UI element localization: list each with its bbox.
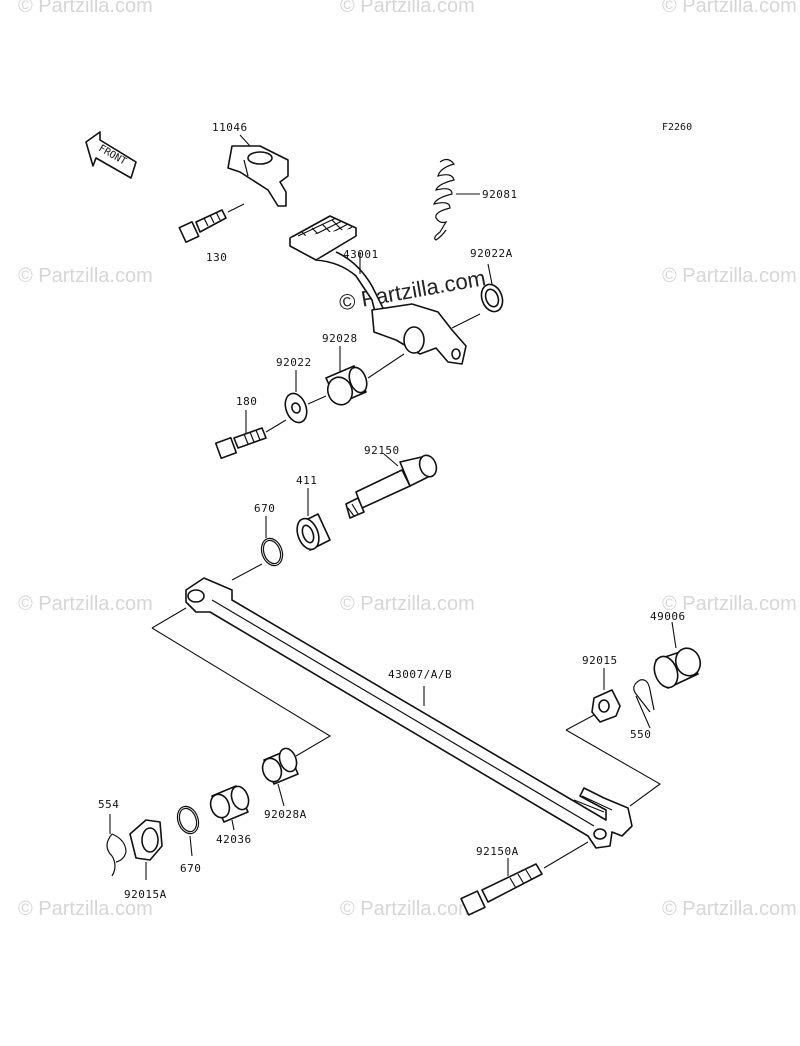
collar-92028 <box>325 365 368 406</box>
bolt-92150A <box>460 863 543 916</box>
leader-line <box>227 203 245 213</box>
bracket-11046 <box>227 145 289 207</box>
washer-92022A <box>480 283 504 313</box>
leader-line <box>307 395 327 405</box>
watermark: © Partzilla.com <box>340 0 475 17</box>
circlip-670-upper <box>260 537 284 567</box>
part-label-42036: 42036 <box>216 833 252 846</box>
leader-line <box>671 621 677 649</box>
cotter-pin-550 <box>633 679 655 713</box>
watermark: © Partzilla.com <box>662 0 797 17</box>
part-label-92028A: 92028A <box>264 808 307 821</box>
spring-92081 <box>433 158 456 241</box>
bolt-92150 <box>345 454 438 519</box>
leader-line <box>231 563 263 581</box>
leader-line <box>635 695 651 729</box>
leader-line <box>151 607 187 629</box>
part-label-180: 180 <box>236 395 257 408</box>
leader-line <box>265 419 287 433</box>
leader-line <box>231 819 235 831</box>
r-clip-554 <box>106 833 127 877</box>
part-label-43001: 43001 <box>343 248 379 261</box>
watermark: © Partzilla.com <box>340 593 475 615</box>
part-label-92150: 92150 <box>364 444 400 457</box>
collar-92028A <box>261 747 299 785</box>
leader-line <box>189 835 193 857</box>
cap-49006 <box>653 647 702 689</box>
watermark: © Partzilla.com <box>18 898 153 920</box>
watermark: © Partzilla.com <box>662 898 797 920</box>
leader-line <box>487 263 493 285</box>
brake-pedal-43001 <box>289 215 467 365</box>
part-label-411: 411 <box>296 474 317 487</box>
nut-92015 <box>591 689 621 723</box>
watermark: © Partzilla.com <box>662 265 797 287</box>
watermark: © Partzilla.com <box>18 0 153 17</box>
leader-line <box>565 713 597 731</box>
part-label-92150A: 92150A <box>476 845 519 858</box>
front-arrow-icon: FRONT <box>85 131 137 179</box>
leader-line <box>151 627 332 757</box>
part-label-130: 130 <box>206 251 227 264</box>
part-label-550: 550 <box>630 728 651 741</box>
watermark: © Partzilla.com <box>340 898 475 920</box>
leader-line <box>565 729 662 807</box>
watermark: © Partzilla.com <box>18 265 153 287</box>
leader-line <box>367 353 405 379</box>
bolt-180 <box>214 427 267 460</box>
part-label-92028: 92028 <box>322 332 358 345</box>
leader-line <box>383 453 399 467</box>
washer-92022 <box>284 392 308 424</box>
sleeve-42036 <box>209 785 250 823</box>
leader-line <box>543 841 589 869</box>
part-label-670-lower: 670 <box>180 862 201 875</box>
part-label-49006: 49006 <box>650 610 686 623</box>
part-label-554: 554 <box>98 798 119 811</box>
brake-rod-43007 <box>185 577 633 849</box>
part-label-670-upper: 670 <box>254 502 275 515</box>
part-label-92022A: 92022A <box>470 247 513 260</box>
leader-line <box>239 134 251 147</box>
nut-92015A <box>129 819 163 861</box>
part-label-92022: 92022 <box>276 356 312 369</box>
part-label-43007: 43007/A/B <box>388 668 452 681</box>
part-label-11046: 11046 <box>212 121 248 134</box>
part-label-92015: 92015 <box>582 654 618 667</box>
leader-line <box>277 783 285 807</box>
watermark: © Partzilla.com <box>18 593 153 615</box>
watermark: © Partzilla.com <box>662 593 797 615</box>
leader-line <box>451 313 481 329</box>
part-label-92015A: 92015A <box>124 888 167 901</box>
part-label-92081: 92081 <box>482 188 518 201</box>
diagram-code: F2260 <box>662 122 692 133</box>
bolt-130 <box>178 209 227 244</box>
circlip-670-lower <box>176 805 200 835</box>
washer-411 <box>296 513 331 551</box>
